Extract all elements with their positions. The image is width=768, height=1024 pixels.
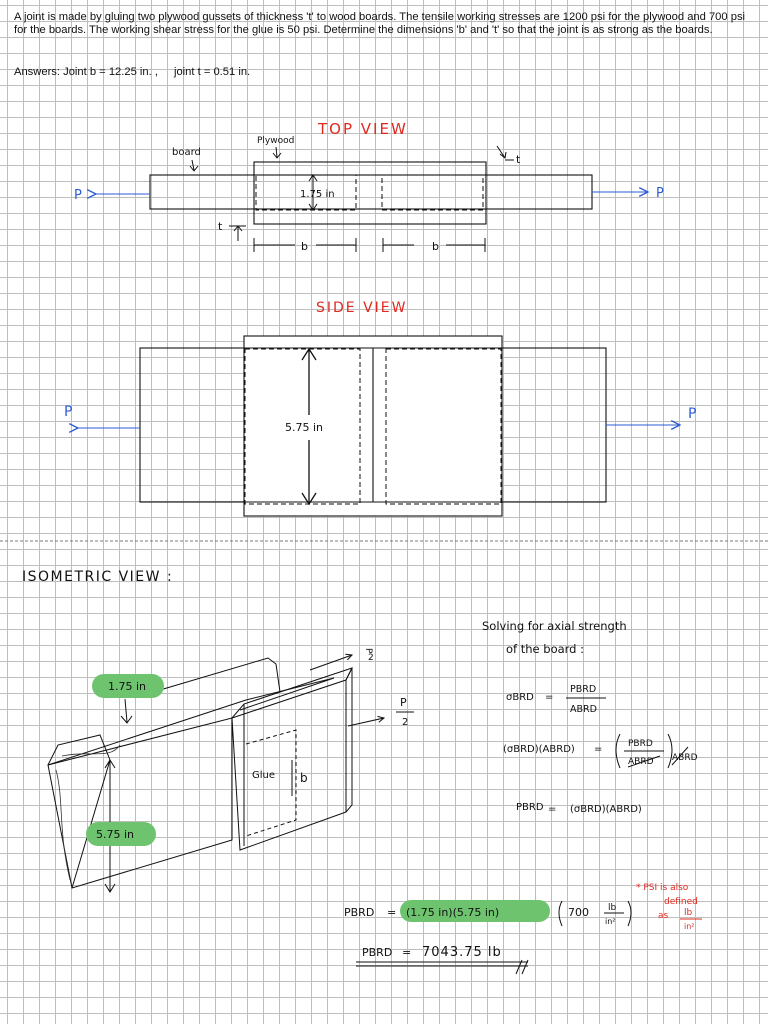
iso-glue-label: Glue [252,770,275,781]
eq1-equals: = [545,692,553,703]
eq2-cancel-2 [671,746,689,766]
plywood-pointer [272,146,282,159]
solution: Solving for axial strength of the board … [344,619,702,975]
answers-t: joint t = 0.51 in. [173,66,251,78]
board-label: board [172,147,201,158]
eq2-equals: = [594,744,602,755]
top-plywood-outline [253,161,487,225]
iso-load-lower-arrow [347,718,384,727]
top-width-dim [308,174,318,211]
iso-plywood-top [231,667,353,719]
eq4-paren [558,900,632,927]
result-underline [356,959,529,975]
iso-glue-area [245,729,297,837]
b-label-right: b [432,240,439,253]
top-glue-right [381,174,484,211]
top-glue-left [255,174,357,211]
top-board-outline [149,174,593,210]
eq1-sigma: σBRD [506,692,534,703]
iso-load-lower-den: 2 [402,717,408,728]
iso-b-label: b [300,771,308,785]
iso-height-tag: 5.75 in [96,828,134,841]
note-unit-den: in² [684,922,695,931]
isometric-view: ISOMETRIC VIEW : Glue b 1.75 in 5.75 in … [22,569,414,893]
iso-plywood-side [243,667,353,846]
problem-statement: A joint is made by gluing two plywood gu… [14,11,746,36]
iso-load-upper-p: P [363,648,373,654]
result-value: 7043.75 lb [422,945,502,960]
b-label-left: b [301,240,308,253]
side-glue-left [244,348,361,505]
side-load-right-label: P [688,406,696,422]
note-line-3: as [658,911,669,921]
iso-plywood-front [231,679,347,851]
iso-width-highlight [92,674,164,698]
t-bottom-marker [229,225,246,241]
side-glue-right [385,348,502,505]
iso-load-upper-arrow [309,655,352,671]
eq2-lhs: (σBRD)(ABRD) [503,744,575,755]
eq2-num: PBRD [628,739,653,749]
top-width-label: 1.75 in [300,189,335,200]
iso-board-grain [55,744,121,881]
eq4-unit-den: in² [605,917,616,926]
eq2-cancel-1 [627,755,661,768]
iso-load-upper-den: 2 [368,653,374,663]
iso-height-highlight [86,822,156,846]
note-line-2: defined [664,897,698,907]
eq2-den: ABRD [628,757,654,767]
answers-line: Answers: Joint b = 12.25 in. , joint t = … [14,66,250,79]
top-view: TOP VIEW board Plywood 1.75 in t t b b P… [74,120,664,253]
answers-b: Answers: Joint b = 12.25 in. , [14,66,158,78]
result-lhs: PBRD [362,946,392,959]
plywood-label: Plywood [257,136,294,146]
iso-width-tag: 1.75 in [108,680,146,693]
eq1-num: PBRD [570,684,596,695]
b-dim-right [382,238,486,252]
isometric-title: ISOMETRIC VIEW : [22,569,173,585]
eq4-stress: 700 [568,906,589,919]
side-height-dim [301,347,317,506]
b-dim-left [253,238,357,252]
iso-width-pointer [120,698,133,724]
iso-board-top [47,677,335,766]
eq4-equals: = [387,906,396,919]
iso-load-lower-p: P [400,696,407,709]
eq3-rhs: (σBRD)(ABRD) [570,804,642,815]
eq1-den: ABRD [570,704,597,715]
iso-plywood-back [159,657,281,693]
note-line-1: * PSI is also [636,883,689,893]
t-bottom-label: t [218,220,223,233]
iso-board-end [47,734,111,889]
side-view: SIDE VIEW 5.75 in P P [64,300,696,517]
result-equals: = [402,946,411,959]
iso-board-front [47,717,233,889]
eq4-unit-num: lb [608,903,617,913]
top-load-right-label: P [656,186,664,201]
board-pointer [189,159,199,172]
solution-heading-1: Solving for axial strength [482,619,627,633]
side-load-left-label: P [64,404,72,420]
eq4-area-highlight [400,900,550,922]
eq3-lhs: PBRD [516,802,544,813]
top-load-left-label: P [74,188,82,203]
solution-heading-2: of the board : [506,642,584,656]
eq2-trailing-area: ABRD [672,753,698,763]
eq2-bracket [615,733,673,769]
side-height-label: 5.75 in [285,421,323,434]
t-top-label: t [516,153,521,166]
side-view-title: SIDE VIEW [316,300,408,316]
t-top-marker [496,145,514,161]
eq4-lhs: PBRD [344,906,374,919]
note-unit-num: lb [684,908,693,918]
eq3-equals: = [548,804,556,815]
eq4-area: (1.75 in)(5.75 in) [406,906,499,919]
top-view-title: TOP VIEW [317,120,408,138]
